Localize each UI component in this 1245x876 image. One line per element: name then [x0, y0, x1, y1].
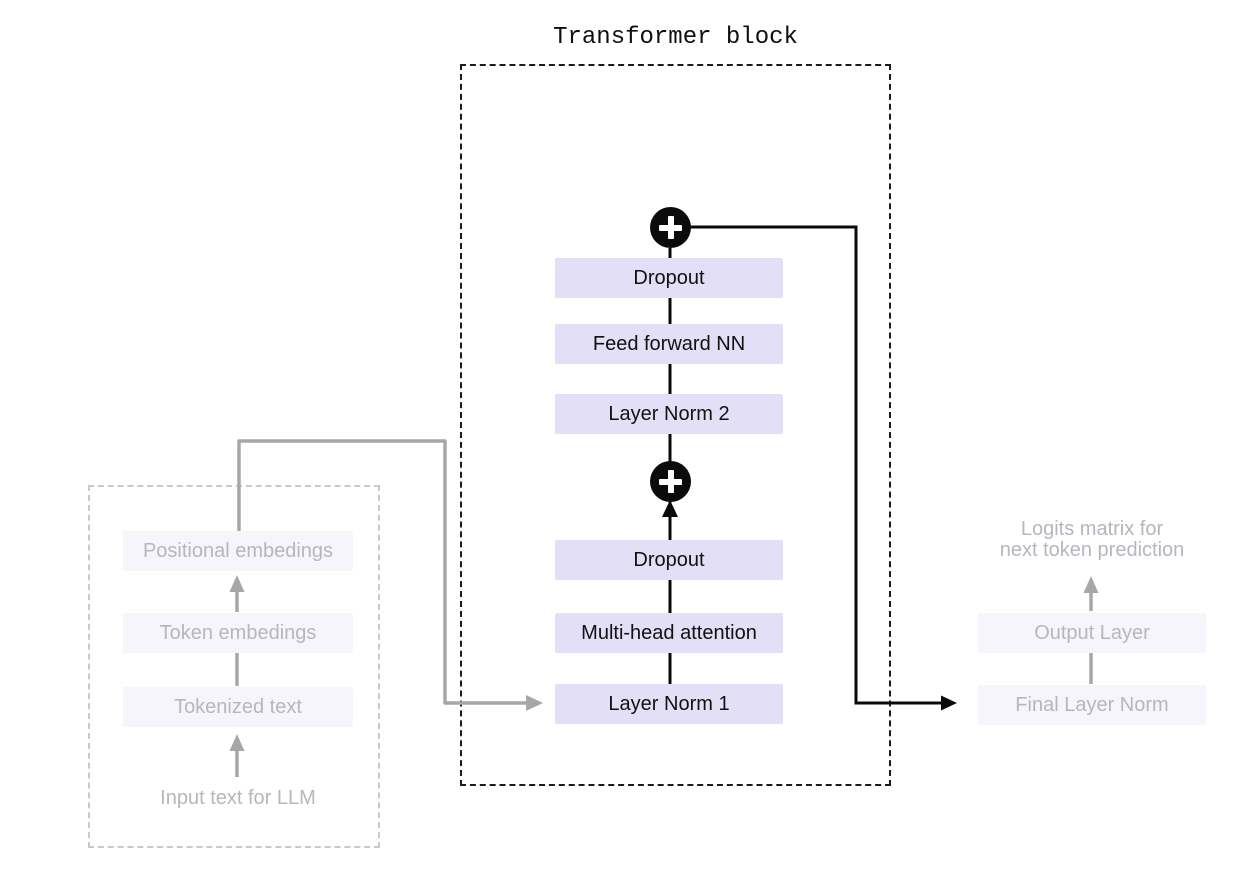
logits-caption-line1: Logits matrix for: [1020, 518, 1164, 540]
node-tokenized-text: Tokenized text: [123, 687, 353, 727]
node-output-layer: Output Layer: [978, 613, 1206, 653]
node-dropout-top: Dropout: [555, 258, 783, 298]
residual-add-plus-icon-top: [650, 207, 691, 248]
node-final-layer-norm: Final Layer Norm: [978, 685, 1206, 725]
residual-add-plus-icon-middle: [650, 461, 691, 502]
node-feed-forward-nn: Feed forward NN: [555, 324, 783, 364]
node-dropout-bottom: Dropout: [555, 540, 783, 580]
node-layer-norm-1: Layer Norm 1: [555, 684, 783, 724]
node-positional-embedings: Positional embedings: [123, 531, 353, 571]
input-text-caption: Input text for LLM: [160, 787, 316, 809]
arrowhead-up-into-logits-icon: [1083, 576, 1099, 593]
logits-caption-line2: next token prediction: [999, 539, 1185, 561]
node-token-embedings: Token embedings: [123, 613, 353, 653]
logits-caption: Logits matrix for next token prediction: [978, 519, 1206, 561]
node-layer-norm-2: Layer Norm 2: [555, 394, 783, 434]
arrowhead-into-final-layer-norm-icon: [941, 695, 957, 711]
page-title: Transformer block: [553, 24, 798, 51]
node-multi-head-attention: Multi-head attention: [555, 613, 783, 653]
